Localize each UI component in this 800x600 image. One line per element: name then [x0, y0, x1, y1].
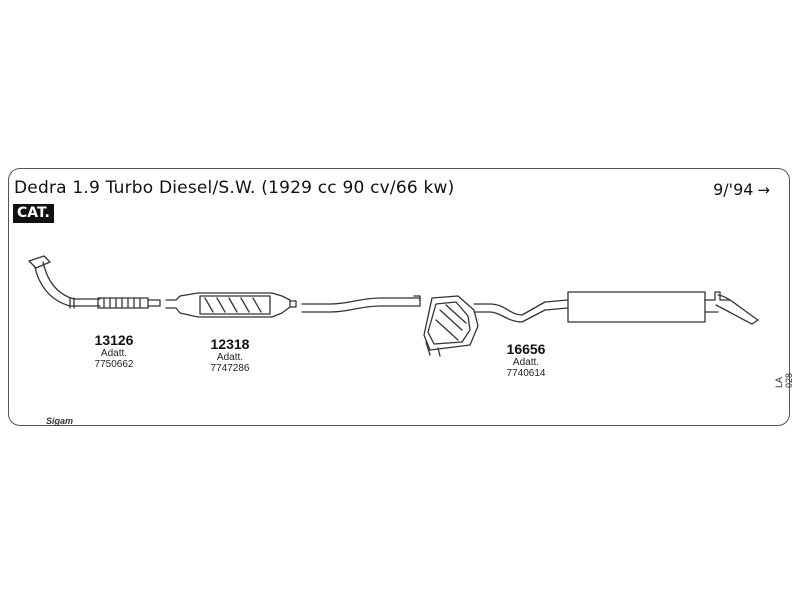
cat-badge: CAT. [13, 204, 54, 223]
diagram-panel [8, 168, 790, 426]
part-label: Adatt. [100, 348, 128, 359]
brand-logo: Sigam [46, 416, 74, 426]
front-pipe-13126 [28, 255, 161, 309]
part-12318: 12318 Adatt. 7747286 [198, 336, 262, 374]
part-label: Adatt. [512, 357, 540, 368]
part-16656: 16656 Adatt. 7740614 [494, 341, 558, 379]
part-label: Adatt. [216, 352, 244, 363]
part-number: 16656 [506, 341, 546, 357]
part-number: 12318 [210, 336, 250, 352]
center-pipe-16656 [301, 291, 759, 357]
vehicle-title: Dedra 1.9 Turbo Diesel/S.W. (1929 cc 90 … [14, 178, 455, 198]
part-ref: 7747286 [210, 363, 250, 374]
part-13126: 13126 Adatt. 7750662 [82, 332, 146, 370]
date-arrow: → [757, 181, 770, 199]
part-ref: 7750662 [94, 359, 134, 370]
part-ref: 7740614 [506, 368, 546, 379]
date-text: 9/'94 [713, 180, 754, 199]
catalytic-converter-12318 [165, 292, 297, 318]
model-date: 9/'94→ [713, 180, 770, 199]
diagram-code: LA 028 [774, 372, 794, 388]
part-number: 13126 [94, 332, 134, 348]
